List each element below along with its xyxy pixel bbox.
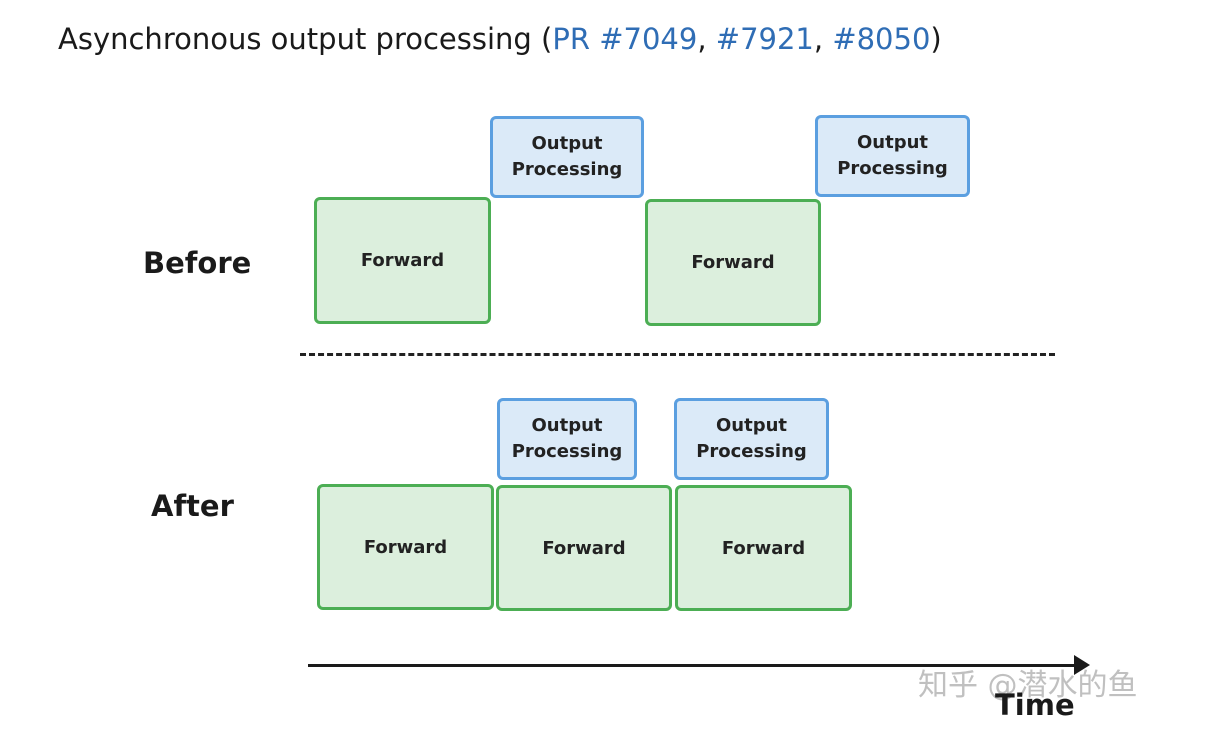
page-title: Asynchronous output processing (PR #7049… xyxy=(58,22,942,56)
pr-link-8050[interactable]: #8050 xyxy=(832,22,931,56)
title-separator: , xyxy=(697,22,716,56)
output-label-line2: Processing xyxy=(696,441,807,462)
time-axis-arrow-icon xyxy=(1074,655,1090,675)
output-label-line2: Processing xyxy=(837,158,948,179)
output-label-line2: Processing xyxy=(511,159,623,180)
forward-block: Forward xyxy=(645,199,821,326)
output-label-line1: Output xyxy=(856,132,929,153)
title-text: Asynchronous output processing ( xyxy=(58,22,553,56)
forward-block: Forward xyxy=(317,484,494,610)
output-label-line1: Output xyxy=(715,415,788,436)
title-close-paren: ) xyxy=(930,22,942,56)
time-axis-line xyxy=(308,664,1083,667)
forward-block: Forward xyxy=(675,485,852,611)
row-divider xyxy=(300,353,1055,356)
watermark: 知乎 @潜水的鱼 xyxy=(918,668,1138,703)
pr-link-7921[interactable]: #7921 xyxy=(715,22,814,56)
output-label-line2: Processing xyxy=(511,441,623,462)
output-label-line1: Output xyxy=(531,133,603,154)
time-axis-label: Time xyxy=(995,688,1075,722)
forward-block: Forward xyxy=(496,485,672,611)
output-label-line1: Output xyxy=(531,415,603,436)
title-separator: , xyxy=(813,22,833,56)
pr-link-7049[interactable]: PR #7049 xyxy=(552,22,698,56)
row-label-before: Before xyxy=(143,246,252,280)
forward-block: Forward xyxy=(314,197,491,324)
row-label-after: After xyxy=(151,489,234,523)
